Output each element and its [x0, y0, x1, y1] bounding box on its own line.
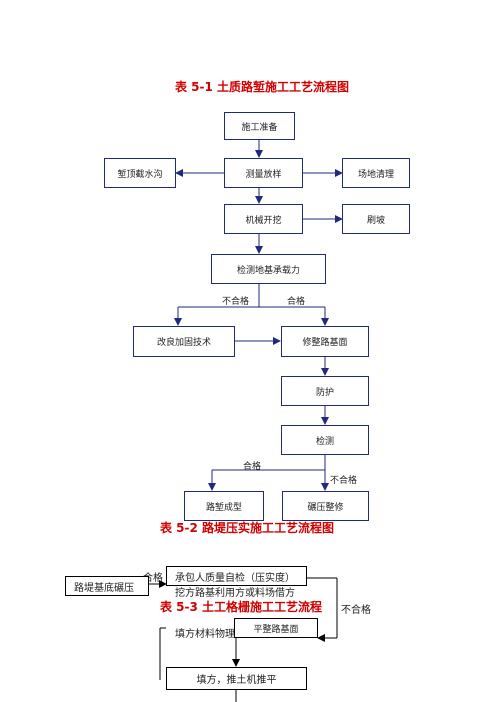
label-fail-2: 不合格: [330, 476, 358, 486]
figure-title-5-1: 表 5-1 土质路堑施工工艺流程图: [175, 80, 350, 94]
node-slope-trimming: 刷坡: [342, 204, 410, 234]
node-trim-subgrade: 修整路基面: [281, 326, 369, 357]
figure-title-5-3: 表 5-3 土工格栅施工工艺流程: [160, 600, 323, 614]
node-improvement-reinforcement: 改良加固技术: [133, 326, 235, 357]
node-level-subgrade: 平整路基面: [234, 618, 318, 638]
node-rolling-repair: 碾压整修: [282, 491, 369, 521]
node-mechanical-excavation: 机械开挖: [224, 204, 303, 234]
node-contractor-self-check: 承包人质量自检（压实度）: [166, 566, 307, 586]
node-site-clearing: 场地清理: [342, 158, 410, 188]
node-top-interceptor-ditch: 堑顶截水沟: [104, 158, 176, 188]
node-fill-bulldozer: 填方，推土机推平: [166, 667, 307, 690]
label-pass-2: 合格: [243, 462, 262, 472]
node-inspection: 检测: [281, 425, 369, 455]
node-cutting-formed: 路堑成型: [184, 491, 264, 521]
node-protection: 防护: [281, 376, 369, 406]
node-fill-material-text: 填方材料物理: [175, 629, 235, 640]
figure-title-5-2: 表 5-2 路堤压实施工工艺流程图: [160, 521, 335, 535]
label-fail: 不合格: [222, 297, 250, 307]
label-pass-3: 合格: [143, 573, 163, 584]
node-construction-prep: 施工准备: [224, 112, 295, 140]
overlapping-text: 挖方路基利用方或料场借方: [175, 588, 295, 599]
label-pass: 合格: [287, 297, 306, 307]
label-fail-3: 不合格: [341, 605, 371, 616]
node-bearing-capacity-test: 检测地基承载力: [211, 254, 326, 284]
node-survey-staking: 测量放样: [224, 158, 303, 188]
node-embankment-base-rolling: 路堤基底碾压: [65, 576, 149, 596]
